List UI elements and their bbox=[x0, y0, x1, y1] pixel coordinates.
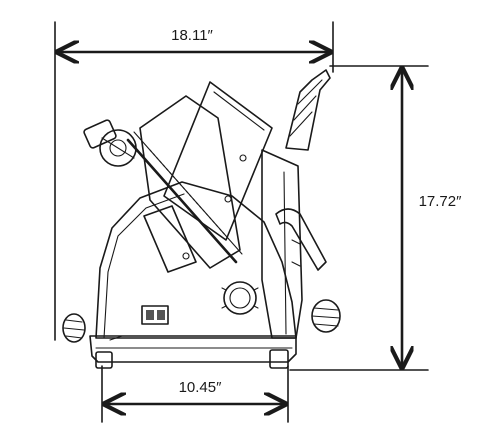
sharpener-hub bbox=[109, 139, 127, 157]
slicer-base bbox=[89, 335, 297, 363]
foot-right bbox=[269, 349, 289, 369]
slicer-body bbox=[95, 181, 297, 339]
column-detail-1 bbox=[291, 239, 301, 245]
meat-grip-arm bbox=[285, 69, 331, 151]
knob-right-ridges bbox=[311, 307, 341, 327]
dial-outer bbox=[223, 281, 257, 315]
body-lower-line bbox=[109, 335, 263, 341]
slicer-machine bbox=[62, 69, 341, 369]
carriage-handle bbox=[275, 208, 327, 271]
height-label: 17.72″ bbox=[419, 193, 463, 210]
thickness-dial bbox=[221, 281, 259, 315]
base-dimension: 10.45″ bbox=[101, 365, 289, 423]
column-edge bbox=[283, 171, 287, 335]
tray-rivet-2 bbox=[224, 195, 232, 203]
dial-inner bbox=[229, 287, 251, 309]
power-switch-off bbox=[157, 310, 165, 320]
height-dimension: 17.72″ bbox=[289, 65, 463, 371]
knob-left-ridges bbox=[63, 319, 85, 339]
front-left-knob bbox=[62, 313, 86, 343]
carriage-tray bbox=[163, 81, 273, 241]
tray-rivet-1 bbox=[239, 154, 247, 162]
gauge-screw bbox=[182, 252, 190, 260]
grip-rib-3 bbox=[289, 111, 313, 137]
grip-rib-1 bbox=[297, 79, 323, 105]
width-dimension: 18.11″ bbox=[54, 21, 334, 341]
power-switch-on bbox=[146, 310, 154, 320]
blade-plate bbox=[139, 95, 241, 269]
grip-rib-2 bbox=[293, 95, 317, 121]
knob-left-body bbox=[62, 313, 86, 343]
foot-left bbox=[95, 351, 113, 369]
sharpener-rod bbox=[101, 137, 135, 159]
dial-grips bbox=[221, 287, 259, 309]
blade-edge bbox=[126, 138, 238, 264]
column-detail-2 bbox=[291, 261, 301, 267]
base-label: 10.45″ bbox=[179, 379, 223, 396]
sharpener-knob bbox=[83, 119, 117, 149]
sharpener-assembly bbox=[83, 119, 137, 167]
sharpener-wheel bbox=[99, 129, 137, 167]
width-label: 18.11″ bbox=[171, 27, 213, 44]
right-side-knob bbox=[311, 299, 341, 333]
rear-column bbox=[261, 149, 303, 339]
blade-hatch bbox=[149, 149, 227, 237]
tray-edge-top bbox=[213, 91, 265, 131]
body-contour bbox=[103, 193, 185, 339]
gauge-panel bbox=[143, 205, 197, 273]
power-switch-panel bbox=[141, 305, 169, 325]
